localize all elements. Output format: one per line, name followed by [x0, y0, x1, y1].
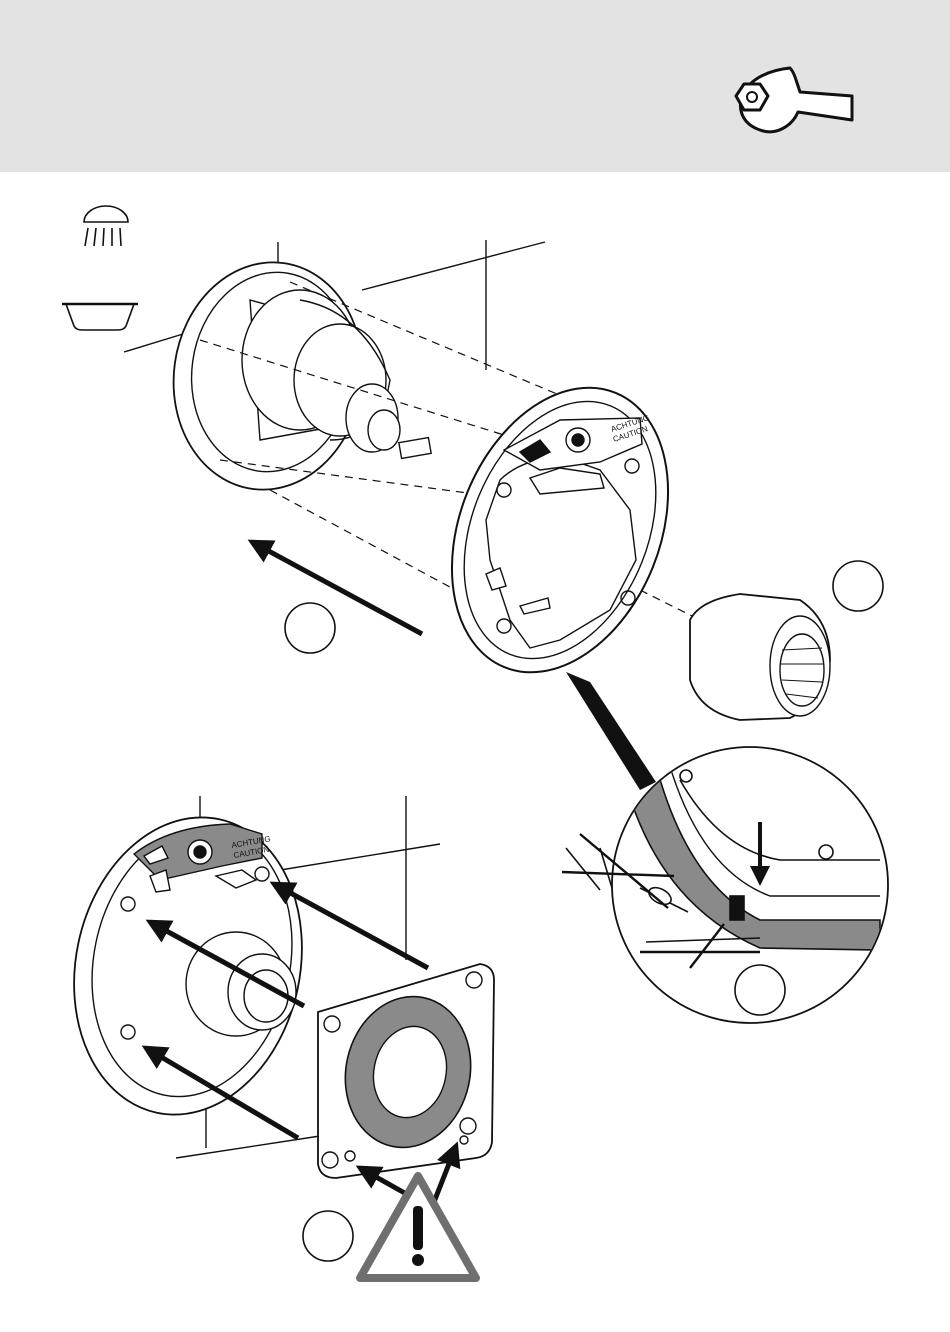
zoom-pointer [566, 672, 656, 790]
step-circle-3 [735, 965, 785, 1015]
step-circle-4 [303, 1211, 353, 1261]
step-circle-1 [285, 603, 335, 653]
bathtub-icon [62, 304, 138, 330]
direction-arrow-1 [252, 542, 422, 634]
step-circle-2 [833, 561, 883, 611]
detail-zoom [562, 740, 888, 1023]
top-assembly: ACHTUNG CAUTION [124, 240, 830, 720]
warning-triangle-icon [360, 1176, 476, 1278]
wrench-icon [736, 68, 852, 132]
shower-head-icon [84, 206, 128, 246]
